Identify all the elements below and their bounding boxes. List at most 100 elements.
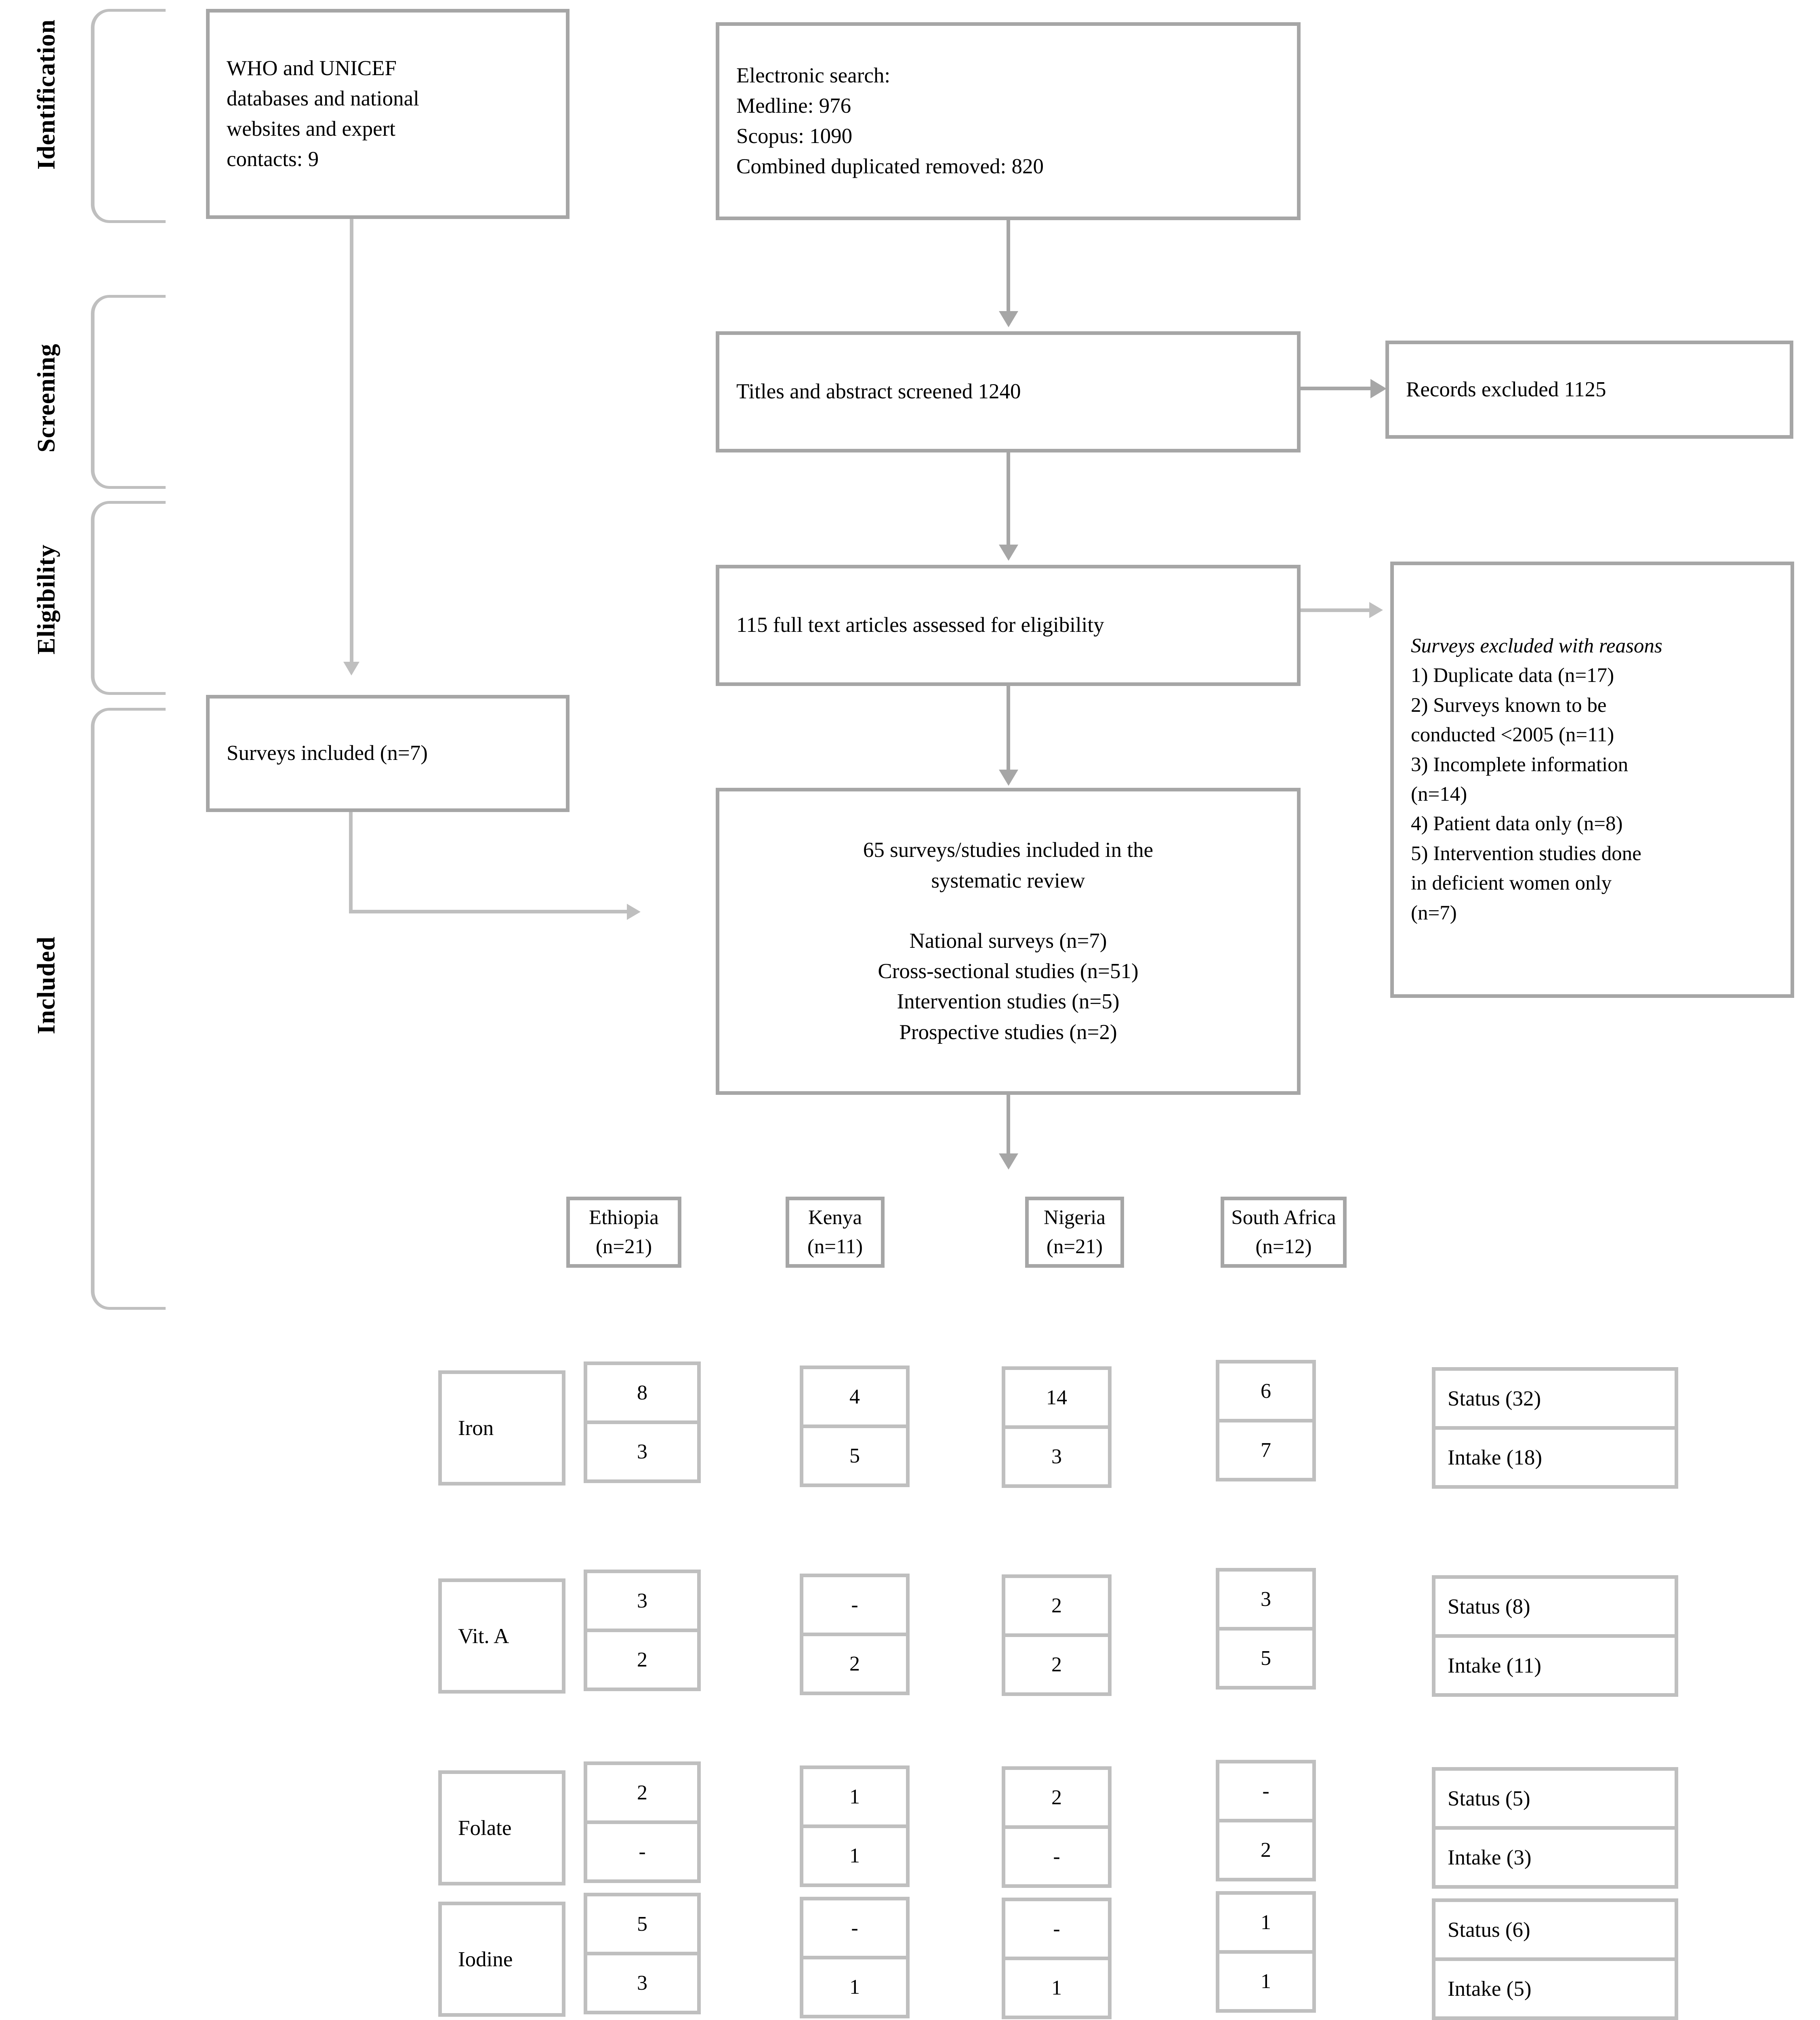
excluded-reasons-heading: Surveys excluded with reasons — [1411, 634, 1662, 657]
box-surveys-excluded-reasons: Surveys excluded with reasons 1) Duplica… — [1390, 562, 1794, 998]
arrowhead-fulltext-to-included — [999, 770, 1018, 786]
arrowhead-fulltext-to-reasons — [1369, 602, 1383, 618]
stage-label-eligibility: Eligibility — [33, 544, 60, 654]
stage-label-screening: Screening — [33, 343, 60, 452]
country-count-south-africa: (n=12) — [1255, 1235, 1312, 1258]
bracket-screening — [91, 295, 166, 489]
box-grey-literature: WHO and UNICEF databases and national we… — [206, 9, 570, 219]
excluded-reason-3a: 3) Incomplete information — [1411, 753, 1629, 776]
nutrient-cell-iodine-south-africa-status: 1 — [1216, 1891, 1316, 1954]
country-name-ethiopia: Ethiopia — [589, 1206, 659, 1229]
nutrient-total-folate-intake: Intake (3) — [1432, 1826, 1678, 1889]
arrowhead-screened-to-fulltext — [999, 545, 1018, 561]
nutrient-cell-vit-a-nigeria-intake: 2 — [1002, 1633, 1112, 1696]
connector-search-to-screened — [1007, 220, 1010, 313]
nutrient-cell-iodine-nigeria-status: - — [1002, 1898, 1112, 1960]
nutrient-cell-iron-ethiopia-status: 8 — [584, 1361, 701, 1424]
nutrient-cell-folate-nigeria-status: 2 — [1002, 1766, 1112, 1829]
nutrient-label-folate: Folate — [438, 1770, 565, 1885]
nutrient-cell-iodine-ethiopia-intake: 3 — [584, 1952, 701, 2014]
grey-literature-line-1: WHO and UNICEF — [227, 56, 397, 80]
box-country-nigeria: Nigeria (n=21) — [1025, 1197, 1124, 1268]
nutrient-cell-iodine-south-africa-intake: 1 — [1216, 1950, 1316, 2013]
box-surveys-included: Surveys included (n=7) — [206, 695, 570, 812]
nutrient-label-iodine: Iodine — [438, 1902, 565, 2017]
box-records-excluded: Records excluded 1125 — [1385, 341, 1793, 439]
nutrient-label-vit-a: Vit. A — [438, 1578, 565, 1694]
nutrient-cell-iron-kenya-status: 4 — [800, 1366, 910, 1428]
box-country-ethiopia: Ethiopia (n=21) — [566, 1197, 681, 1268]
nutrient-cell-folate-south-africa-intake: 2 — [1216, 1819, 1316, 1881]
nutrient-cell-vit-a-kenya-status: - — [800, 1574, 910, 1636]
nutrient-cell-vit-a-ethiopia-status: 3 — [584, 1570, 701, 1632]
box-titles-abstracts-screened: Titles and abstract screened 1240 — [716, 331, 1301, 452]
nutrient-cell-folate-south-africa-status: - — [1216, 1760, 1316, 1822]
nutrient-cell-folate-nigeria-intake: - — [1002, 1825, 1112, 1888]
electronic-search-line-4: Combined duplicated removed: 820 — [736, 155, 1044, 179]
connector-included-to-countries — [1007, 1095, 1010, 1155]
included-breakdown-1: National surveys (n=7) — [909, 929, 1107, 953]
nutrient-cell-iron-ethiopia-intake: 3 — [584, 1420, 701, 1483]
bracket-eligibility — [91, 501, 166, 695]
arrowhead-included-to-countries — [999, 1153, 1018, 1170]
excluded-reason-2b: conducted <2005 (n=11) — [1411, 724, 1614, 747]
country-name-nigeria: Nigeria — [1044, 1206, 1105, 1229]
excluded-reason-4: 4) Patient data only (n=8) — [1411, 812, 1623, 835]
surveys-included-text: Surveys included (n=7) — [227, 741, 428, 765]
stage-label-identification: Identification — [33, 19, 60, 170]
excluded-reason-1: 1) Duplicate data (n=17) — [1411, 664, 1614, 687]
stage-label-included: Included — [33, 936, 60, 1034]
arrowhead-search-to-screened — [999, 311, 1018, 327]
nutrient-total-vit-a-status: Status (8) — [1432, 1575, 1678, 1638]
country-count-kenya: (n=11) — [807, 1235, 863, 1258]
grey-literature-line-3: websites and expert — [227, 117, 395, 141]
nutrient-cell-vit-a-ethiopia-intake: 2 — [584, 1629, 701, 1691]
box-electronic-search: Electronic search: Medline: 976 Scopus: … — [716, 22, 1301, 220]
connector-fulltext-to-reasons — [1301, 608, 1375, 612]
nutrient-cell-iron-nigeria-status: 14 — [1002, 1366, 1112, 1429]
records-excluded-text: Records excluded 1125 — [1406, 377, 1606, 401]
nutrient-cell-iodine-ethiopia-status: 5 — [584, 1893, 701, 1955]
electronic-search-line-2: Medline: 976 — [736, 94, 851, 118]
included-total-heading-1: 65 surveys/studies included in the — [863, 838, 1154, 862]
excluded-reason-5b: in deficient women only — [1411, 872, 1612, 895]
nutrient-cell-iodine-kenya-intake: 1 — [800, 1956, 910, 2018]
nutrient-cell-vit-a-kenya-intake: 2 — [800, 1633, 910, 1695]
electronic-search-line-3: Scopus: 1090 — [736, 124, 853, 148]
excluded-reason-3b: (n=14) — [1411, 783, 1467, 806]
connector-fulltext-to-included — [1007, 686, 1010, 773]
nutrient-total-folate-status: Status (5) — [1432, 1767, 1678, 1830]
nutrient-cell-iron-south-africa-status: 6 — [1216, 1360, 1316, 1422]
country-count-ethiopia: (n=21) — [595, 1235, 652, 1258]
excluded-reason-5a: 5) Intervention studies done — [1411, 842, 1641, 865]
nutrient-total-iron-intake: Intake (18) — [1432, 1426, 1678, 1489]
nutrient-cell-folate-kenya-status: 1 — [800, 1765, 910, 1828]
included-total-heading-2: systematic review — [931, 869, 1085, 892]
connector-grey-to-surveys — [350, 219, 353, 663]
nutrient-cell-vit-a-south-africa-status: 3 — [1216, 1568, 1316, 1631]
nutrient-cell-iron-kenya-intake: 5 — [800, 1425, 910, 1487]
connector-surveys-elbow-vertical — [349, 812, 353, 913]
grey-literature-line-4: contacts: 9 — [227, 147, 319, 171]
included-breakdown-4: Prospective studies (n=2) — [899, 1020, 1117, 1044]
arrowhead-surveys-to-included — [627, 904, 641, 920]
nutrient-total-iodine-status: Status (6) — [1432, 1898, 1678, 1961]
connector-screened-to-fulltext — [1007, 452, 1010, 545]
nutrient-label-iron: Iron — [438, 1370, 565, 1486]
nutrient-cell-folate-kenya-intake: 1 — [800, 1824, 910, 1887]
nutrient-cell-folate-ethiopia-intake: - — [584, 1820, 701, 1883]
nutrient-cell-vit-a-nigeria-status: 2 — [1002, 1574, 1112, 1637]
arrowhead-grey-to-surveys — [343, 662, 359, 675]
country-name-south-africa: South Africa — [1231, 1206, 1336, 1229]
connector-screened-to-excluded — [1301, 387, 1375, 390]
nutrient-cell-vit-a-south-africa-intake: 5 — [1216, 1627, 1316, 1690]
full-text-text: 115 full text articles assessed for elig… — [736, 613, 1104, 637]
box-full-text-assessed: 115 full text articles assessed for elig… — [716, 565, 1301, 686]
nutrient-cell-folate-ethiopia-status: 2 — [584, 1761, 701, 1824]
box-country-kenya: Kenya (n=11) — [786, 1197, 885, 1268]
grey-literature-line-2: databases and national — [227, 86, 419, 110]
nutrient-cell-iron-south-africa-intake: 7 — [1216, 1419, 1316, 1481]
box-country-south-africa: South Africa (n=12) — [1221, 1197, 1347, 1268]
country-name-kenya: Kenya — [808, 1206, 862, 1229]
